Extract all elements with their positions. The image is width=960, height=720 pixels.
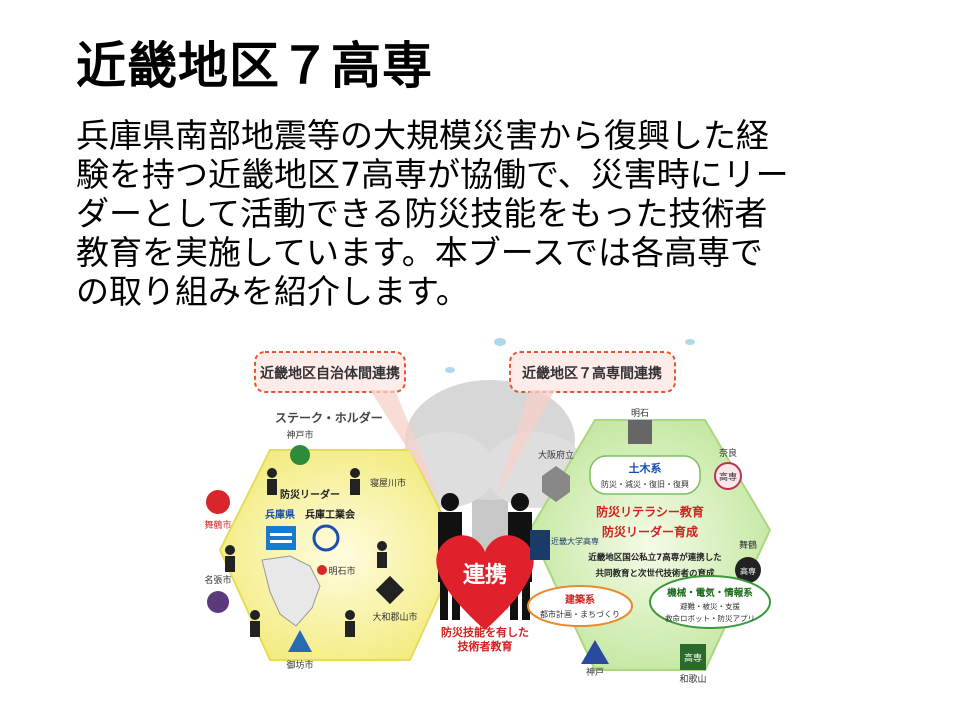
svg-text:舞鶴市: 舞鶴市 <box>204 519 231 531</box>
collaboration-diagram: 近畿地区自治体間連携 近畿地区７高専間連携 ステーク・ホルダー 神戸市 舞鶴市 … <box>204 338 772 685</box>
callout-college: 近畿地区７高専間連携 <box>495 351 676 500</box>
butterfly-icon <box>445 338 695 373</box>
emblem-gobo: 御坊市 <box>286 630 314 671</box>
handshake-people-icon <box>225 468 387 637</box>
body-line: 教育を実施しています。本ブースでは各高専で <box>76 233 764 272</box>
college-wakayama: 高専 和歌山 <box>679 644 707 685</box>
literacy-education-label: 防災リテラシー教育 <box>596 504 704 519</box>
svg-text:寝屋川市: 寝屋川市 <box>370 477 406 489</box>
body-line: の取り組みを紹介します。 <box>76 272 469 311</box>
emblem-yamatokoriyama: 大和郡山市 <box>372 575 418 623</box>
svg-text:名張市: 名張市 <box>204 574 231 586</box>
slide-body: 兵庫県南部地震等の大規模災害から復興した経 験を持つ近畿地区7高専が協働で、災害… <box>76 116 896 311</box>
svg-text:高専: 高専 <box>719 471 737 483</box>
heart-label: 連携 <box>463 562 507 588</box>
svg-text:奈良: 奈良 <box>719 447 737 459</box>
svg-text:高専: 高専 <box>684 652 702 664</box>
mech-elec-it-box: 機械・電気・情報系 避難・被災・支援 救命ロボット・防災アプリ <box>649 575 771 629</box>
hyogo-map-icon <box>261 555 321 627</box>
emblem-nabari: 名張市 <box>204 574 232 613</box>
svg-text:大阪府立: 大阪府立 <box>538 449 574 461</box>
body-line: 兵庫県南部地震等の大規模災害から復興した経 <box>76 116 769 155</box>
svg-text:明石: 明石 <box>631 408 649 419</box>
joint-education-line-1: 近畿地区国公私立7高専が連携した <box>588 552 721 563</box>
hyogo-industry-label: 兵庫工業会 <box>305 508 355 521</box>
joint-education-line-2: 共同教育と次世代技術者の育成 <box>595 568 715 579</box>
svg-text:和歌山: 和歌山 <box>679 673 706 685</box>
slide-title: 近畿地区７高専 <box>76 37 433 95</box>
college-kobe: 神戸 <box>581 640 609 678</box>
svg-text:高専: 高専 <box>740 566 756 576</box>
callout-municipal-text: 近畿地区自治体間連携 <box>260 365 400 382</box>
svg-text:避難・被災・支援: 避難・被災・支援 <box>680 601 740 611</box>
disaster-leader-label: 防災リーダー <box>280 488 340 501</box>
svg-text:神戸市: 神戸市 <box>286 429 313 441</box>
emblem-maizuru: 舞鶴市 <box>204 490 232 531</box>
emblem-neyagawa: 寝屋川市 <box>370 477 406 489</box>
college-nara: 奈良 高専 <box>714 447 742 490</box>
stakeholder-label: ステーク・ホルダー <box>275 410 383 425</box>
svg-text:救命ロボット・防災アプリ: 救命ロボット・防災アプリ <box>665 613 755 623</box>
body-line: ダーとして活動できる防災技能をもった技術者 <box>76 194 768 233</box>
svg-text:近畿大学高専: 近畿大学高専 <box>551 536 599 546</box>
callout-college-text: 近畿地区７高専間連携 <box>522 365 662 382</box>
svg-text:大和郡山市: 大和郡山市 <box>372 611 417 623</box>
college-kindai: 近畿大学高専 <box>530 530 599 560</box>
college-osaka: 大阪府立 <box>538 449 574 502</box>
svg-text:機械・電気・情報系: 機械・電気・情報系 <box>667 587 753 599</box>
hyogo-industry-logo-icon <box>312 524 340 552</box>
svg-text:御坊市: 御坊市 <box>286 659 313 671</box>
hyogo-pref-label: 兵庫県 <box>265 508 295 521</box>
hyogo-logo-icon <box>266 526 296 550</box>
svg-text:建築系: 建築系 <box>564 593 595 606</box>
svg-text:明石市: 明石市 <box>328 565 355 577</box>
civil-engineering-box: 土木系 防災・減災・復旧・復興 <box>589 455 701 495</box>
svg-text:防災・減災・復旧・復興: 防災・減災・復旧・復興 <box>601 479 689 489</box>
bottom-caption-2: 技術者教育 <box>458 639 513 653</box>
emblem-akashi: 明石市 <box>317 565 356 577</box>
svg-text:神戸: 神戸 <box>586 666 604 678</box>
svg-text:都市計画・まちづくり: 都市計画・まちづくり <box>540 609 620 619</box>
college-maizuru: 舞鶴 高専 <box>735 539 761 583</box>
college-akashi: 明石 <box>628 408 652 444</box>
body-line: 験を持つ近畿地区7高専が協働で、災害時にリー <box>76 155 789 194</box>
callout-municipal: 近畿地区自治体間連携 <box>254 351 440 500</box>
bottom-caption-1: 防災技能を有した <box>441 625 529 639</box>
heart-icon <box>436 535 534 630</box>
emblem-kobe: 神戸市 <box>286 429 314 465</box>
leader-training-label: 防災リーダー育成 <box>602 524 698 539</box>
svg-text:舞鶴: 舞鶴 <box>739 539 757 551</box>
svg-text:土木系: 土木系 <box>629 461 662 475</box>
architecture-box: 建築系 都市計画・まちづくり <box>527 585 633 627</box>
